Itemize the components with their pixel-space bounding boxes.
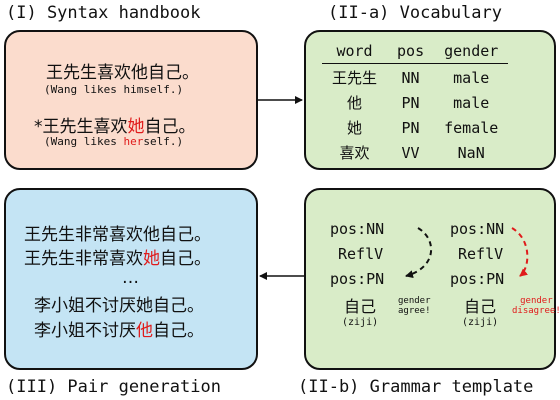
template-left-pos-nn: pos:NN	[330, 220, 385, 238]
table-row: 喜欢 VV NaN	[322, 139, 508, 164]
template-left-reflv: ReflV	[338, 245, 384, 263]
template-right-ziji: 自己	[464, 297, 497, 316]
pair-sentence-4: 李小姐不讨厌她自己。	[34, 296, 204, 316]
table-row: 王先生 NN male	[322, 64, 508, 90]
vocab-gender: female	[444, 118, 499, 137]
vocab-header-word: word	[322, 40, 388, 64]
vocab-gender: NaN	[457, 143, 485, 162]
pairs-panel: 王先生非常喜欢他自己。 王先生非常喜欢她自己。 … 李小姐不讨厌她自己。 李小姐…	[4, 188, 258, 370]
vocab-table: word pos gender 王先生 NN male 他 PN male 她 …	[322, 40, 509, 164]
vocab-word: 他	[347, 94, 363, 112]
bad-sentence: *王先生喜欢她自己。	[34, 117, 196, 137]
good-gloss: (Wang likes himself.)	[44, 83, 184, 96]
pair-ellipsis: …	[122, 268, 139, 288]
vocab-header-row: word pos gender	[322, 40, 509, 64]
vocab-pos: NN	[401, 68, 420, 87]
good-sentence: 王先生喜欢他自己。	[46, 63, 199, 83]
template-left-pos-pn: pos:PN	[330, 270, 385, 288]
vocab-gender: male	[453, 93, 490, 112]
template-right-pos-nn: pos:NN	[450, 220, 505, 238]
vocab-word: 她	[347, 119, 363, 137]
pair-sentence-5: 李小姐不讨厌他自己。	[34, 321, 204, 341]
vocab-gender: male	[453, 68, 490, 87]
template-left-ziji: 自己	[344, 297, 377, 316]
vocab-header-pos: pos	[387, 40, 435, 64]
vocab-title: (II-a) Vocabulary	[328, 3, 502, 23]
table-row: 她 PN female	[322, 114, 508, 139]
template-left-ziji-gloss: (ziji)	[342, 317, 379, 328]
pairs-title: (III) Pair generation	[6, 377, 221, 397]
agree-dashed-arrow	[405, 227, 433, 279]
handbook-title: (I) Syntax handbook	[6, 3, 201, 23]
pair-sentence-1: 王先生非常喜欢他自己。	[24, 225, 211, 245]
table-row: 他 PN male	[322, 89, 508, 114]
vocab-pos: PN	[401, 118, 420, 137]
disagree-dashed-arrow	[511, 227, 529, 277]
vocab-word: 喜欢	[339, 144, 370, 162]
vocab-header-gender: gender	[434, 40, 509, 64]
vocab-word: 王先生	[332, 69, 378, 87]
pair-sentence-2: 王先生非常喜欢她自己。	[24, 249, 211, 269]
vocab-pos: VV	[401, 143, 420, 162]
template-title: (II-b) Grammar template	[298, 377, 534, 397]
bad-pronoun: 她	[127, 117, 145, 137]
template-right-pos-pn: pos:PN	[450, 270, 505, 288]
vocab-pos: PN	[401, 93, 420, 112]
template-right-ziji-gloss: (ziji)	[462, 317, 499, 328]
handbook-panel: 王先生喜欢他自己。 (Wang likes himself.) *王先生喜欢她自…	[4, 30, 258, 170]
template-right-reflv: ReflV	[458, 245, 504, 263]
bad-gloss: (Wang likes herself.)	[44, 135, 184, 148]
vocab-panel: word pos gender 王先生 NN male 他 PN male 她 …	[304, 30, 556, 170]
